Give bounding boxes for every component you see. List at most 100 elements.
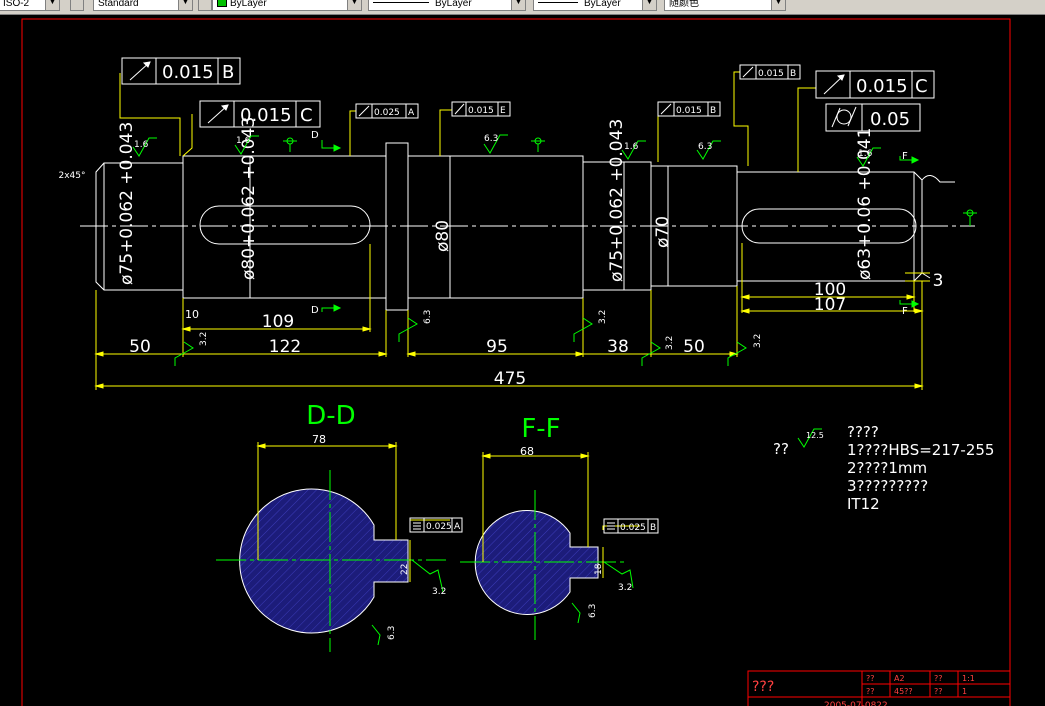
- section-ff-dims: [481, 452, 640, 578]
- tb-c5: ??: [866, 687, 875, 696]
- diameter-dimensions: ø75+0.062 +0.043 ø80+0.062 +0.043 ø80 ø7…: [117, 117, 875, 285]
- section-ff-centerlines: [460, 490, 624, 640]
- gdt-tl1-value: 0.015: [162, 62, 214, 83]
- rough-r1: 1.6: [134, 140, 149, 150]
- dim-d2: ø80+0.062 +0.043: [239, 117, 259, 280]
- layer-dropdown[interactable]: ByLayer ▼: [212, 0, 362, 11]
- dim-50a: 50: [129, 337, 151, 357]
- rough-r11: 3.2: [753, 334, 763, 348]
- section-ff-width: 68: [520, 445, 534, 458]
- section-dd-shape: [239, 488, 409, 634]
- rough-sec2: 6.3: [387, 626, 397, 640]
- cut-f-top: F: [902, 151, 908, 162]
- gdt-tr1b-value: 0.015: [758, 69, 784, 79]
- gdt-dd-value: 0.025: [426, 522, 452, 532]
- dim-d4: ø75+0.062 +0.043: [607, 119, 627, 282]
- gdt-frame-cylindricity: [825, 103, 921, 132]
- linetype-sample-icon: [373, 2, 429, 3]
- gdt-tm1-datum: A: [408, 108, 415, 118]
- technical-notes: ?? ???? 1????HBS=217-255 2????1mm 3?????…: [773, 423, 994, 513]
- note-1: 1????HBS=217-255: [847, 441, 994, 459]
- rough-general: 12.5: [806, 431, 824, 440]
- rough-sec4: 6.3: [588, 604, 598, 618]
- color-swatch-icon: [217, 0, 227, 7]
- properties-toolbar: ISO-2 ▼ Standard ▼ ByLayer ▼ ByLayer ▼ B…: [0, 0, 1045, 15]
- chevron-down-icon: ▼: [347, 0, 361, 10]
- gdt-frame-ff: [603, 518, 659, 534]
- shaft-outline: [95, 142, 923, 311]
- layer-manager-icon[interactable]: [198, 0, 212, 11]
- tb-bottom: 2005-07-0822: [824, 701, 888, 706]
- linetype-dropdown[interactable]: ByLayer ▼: [368, 0, 526, 11]
- linetype-value: ByLayer: [435, 0, 472, 9]
- rough-r4: 1.6: [624, 142, 639, 152]
- gdt-tr1b-datum: B: [790, 69, 796, 79]
- note-4: IT12: [847, 495, 880, 513]
- gdt-frame-tl1: [121, 57, 241, 85]
- plotstyle-value: 随颜色: [669, 0, 699, 9]
- lineweight-dropdown[interactable]: ByLayer ▼: [533, 0, 657, 11]
- rough-r6: 1.6: [858, 149, 873, 159]
- notes-left: ??: [773, 440, 789, 458]
- gdt-tm2-datum: E: [500, 106, 506, 116]
- layer-value: ByLayer: [230, 0, 267, 9]
- gdt-frame-tr2-small: [739, 64, 801, 80]
- gdt-dd-datum: A: [454, 522, 461, 532]
- gdt-tr1-value: 0.015: [676, 106, 702, 116]
- rough-r7: 3.2: [199, 332, 209, 346]
- dim-109: 109: [262, 312, 294, 332]
- gdt-frame-tl2: [199, 100, 321, 128]
- dim-10: 10: [185, 308, 199, 321]
- title-block-text: ??? ?? A2 ?? 1:1 ?? 45?? ?? 1 2005-07-08…: [752, 674, 975, 706]
- plotstyle-dropdown[interactable]: 随颜色 ▼: [664, 0, 786, 11]
- rough-r9: 3.2: [598, 310, 608, 324]
- chevron-down-icon: ▼: [771, 0, 785, 10]
- tb-c2: A2: [894, 674, 905, 683]
- dim-50b: 50: [683, 337, 705, 357]
- datum-markers: [283, 137, 977, 226]
- gdt-frame-tm2: [451, 101, 511, 117]
- dim-d6: ø63+0.06 +0.041: [855, 128, 875, 280]
- dim-100: 100: [814, 280, 846, 300]
- gdt-tl2-value: 0.015: [240, 105, 292, 126]
- section-dd-centerlines: [216, 470, 446, 652]
- gdt-tr2-datum: C: [915, 76, 928, 97]
- gdt-ff-value: 0.025: [620, 523, 646, 533]
- break-line: [921, 175, 955, 183]
- gdt-frame-tm1: [355, 103, 419, 119]
- gdt-frame-dd: [409, 517, 463, 533]
- gdt-tr3-value: 0.05: [870, 109, 910, 130]
- drawing-canvas[interactable]: ø75+0.062 +0.043 ø80+0.062 +0.043 ø80 ø7…: [0, 15, 1045, 706]
- title-block: [747, 670, 1011, 706]
- text-style-icon[interactable]: [70, 0, 84, 11]
- dim-122: 122: [269, 337, 301, 357]
- roughness-symbols: [132, 134, 881, 448]
- cut-d-top: D: [311, 130, 319, 141]
- text-style-dropdown[interactable]: Standard ▼: [93, 0, 193, 11]
- gdt-tm2-value: 0.015: [468, 106, 494, 116]
- dim-d1: ø75+0.062 +0.043: [117, 122, 137, 285]
- tb-c1: ??: [866, 674, 875, 683]
- section-dd-title: D-D: [306, 401, 355, 431]
- chevron-down-icon: ▼: [45, 0, 59, 10]
- gdt-ff-datum: B: [650, 523, 656, 533]
- note-3: 3?????????: [847, 477, 928, 495]
- roughness-values: 1.6 1.6 6.3 1.6 6.3 1.6 3.2 6.3 3.2 3.2 …: [134, 134, 873, 440]
- tb-c8: 1: [962, 687, 967, 696]
- gdt-tl2-datum: C: [300, 105, 313, 126]
- lineweight-value: ByLayer: [584, 0, 621, 9]
- rough-sec3: 3.2: [618, 583, 632, 593]
- tb-c6: 45??: [894, 687, 913, 696]
- gdt-frame-tr2: [815, 70, 935, 99]
- chevron-down-icon: ▼: [511, 0, 525, 10]
- gdt-tr1-datum: B: [710, 106, 716, 116]
- section-dd-key: 22: [400, 564, 410, 575]
- dim-475: 475: [494, 369, 526, 389]
- dim-chamfer: 2x45°: [58, 171, 85, 181]
- dim-d3: ø80: [433, 220, 453, 252]
- text-style-value: Standard: [98, 0, 139, 9]
- chevron-down-icon: ▼: [178, 0, 192, 10]
- gdt-frame-tr1: [657, 101, 721, 117]
- cut-d-bot: D: [311, 305, 319, 316]
- dimstyle-dropdown[interactable]: ISO-2 ▼: [0, 0, 60, 11]
